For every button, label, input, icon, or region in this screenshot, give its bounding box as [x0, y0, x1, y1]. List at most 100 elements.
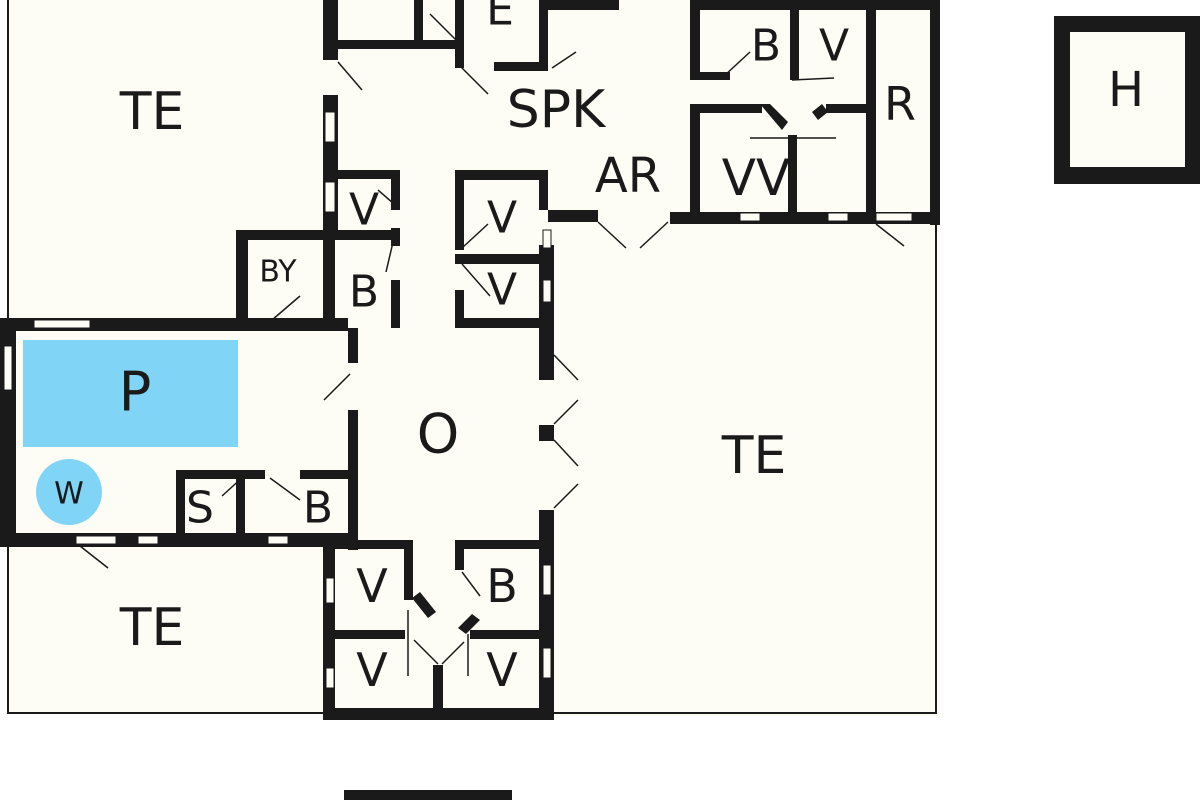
label-whirlpool: W: [54, 477, 84, 512]
door-swing: [221, 475, 245, 497]
wall: [335, 630, 405, 639]
door-swing: [461, 263, 491, 297]
wall: [176, 470, 185, 540]
door-swing: [791, 77, 835, 81]
wall: [338, 170, 400, 179]
door-swing: [385, 237, 395, 273]
wall: [539, 0, 619, 10]
door-swing: [323, 373, 351, 401]
label-v-ne: V: [819, 21, 849, 72]
door-swing: [377, 189, 395, 205]
wall: [245, 470, 265, 479]
wall: [433, 665, 443, 720]
window: [3, 345, 13, 391]
door-swing: [271, 295, 301, 321]
label-e: E: [486, 0, 514, 36]
wall: [323, 540, 335, 720]
h-floor: [1062, 24, 1192, 176]
wall: [539, 170, 548, 210]
door-swing: [551, 51, 577, 69]
label-v-mid-upper: V: [487, 193, 517, 244]
label-o: O: [417, 403, 460, 466]
label-v-west-upper: V: [349, 185, 379, 236]
window: [542, 564, 552, 596]
h-building-wall: [1054, 16, 1200, 184]
label-v-mid-lower: V: [487, 265, 517, 316]
wall: [455, 290, 464, 328]
door-swing: [79, 545, 109, 569]
label-b-ne: B: [751, 21, 781, 72]
wall: [826, 104, 871, 113]
wall: [539, 355, 554, 380]
wall: [323, 708, 553, 720]
label-b-se: B: [486, 559, 518, 613]
south-step: [344, 790, 512, 800]
wall: [391, 280, 400, 328]
wall: [455, 254, 548, 264]
wall: [176, 470, 236, 479]
label-v-sw-lower: V: [356, 643, 388, 697]
window: [75, 535, 117, 545]
label-h: H: [1108, 62, 1144, 118]
terrace-sw-floor: [8, 545, 328, 713]
door-swing: [875, 223, 905, 247]
door-swing: [269, 477, 301, 501]
terrace-nw-floor: [8, 0, 328, 322]
wall: [690, 104, 700, 222]
window: [325, 667, 335, 689]
wall: [539, 425, 554, 441]
label-v-se-lower: V: [486, 643, 518, 697]
wall: [323, 540, 413, 549]
wall: [690, 0, 700, 80]
wall: [323, 40, 423, 49]
wall: [690, 104, 762, 113]
wall: [690, 0, 940, 10]
door-swing: [723, 51, 751, 77]
window: [33, 319, 91, 329]
window: [542, 647, 552, 679]
door-swing: [459, 65, 489, 95]
wall: [760, 104, 788, 130]
wall: [300, 470, 355, 479]
wall: [548, 210, 598, 222]
wall: [930, 0, 940, 225]
wall: [414, 40, 464, 49]
label-pool: P: [119, 361, 152, 424]
door-swing: [639, 221, 669, 249]
wall: [790, 0, 799, 80]
wall: [455, 170, 464, 250]
wall: [236, 230, 400, 240]
window: [542, 279, 552, 303]
label-b-pool: B: [303, 483, 333, 534]
door-swing: [553, 399, 579, 425]
wall: [391, 170, 400, 210]
label-vv: VV: [722, 149, 790, 207]
label-v-sw-upper: V: [356, 559, 388, 613]
room-labels: TE TE TE E SPK AR B V R VV H V V V BY B …: [54, 0, 1144, 697]
window: [324, 111, 336, 143]
wall: [348, 328, 358, 363]
label-by: BY: [259, 255, 297, 290]
wall: [236, 470, 245, 540]
window: [325, 577, 335, 604]
window: [267, 535, 289, 545]
wall: [539, 0, 548, 71]
window: [137, 535, 159, 545]
label-r: R: [884, 77, 916, 131]
wall: [323, 230, 335, 328]
door-swings: [79, 13, 905, 676]
terrace-sw-outline: [7, 545, 330, 714]
terrace-outlines: [7, 0, 937, 714]
wall: [670, 212, 940, 224]
wall: [455, 170, 548, 180]
wall: [455, 540, 550, 549]
window: [542, 229, 552, 249]
door-swing: [441, 641, 465, 665]
label-b-west-upper: B: [349, 267, 379, 318]
label-ar: AR: [595, 148, 661, 204]
door-swing: [413, 639, 439, 665]
wall: [414, 0, 423, 49]
wall: [455, 540, 464, 570]
wall: [404, 540, 413, 600]
